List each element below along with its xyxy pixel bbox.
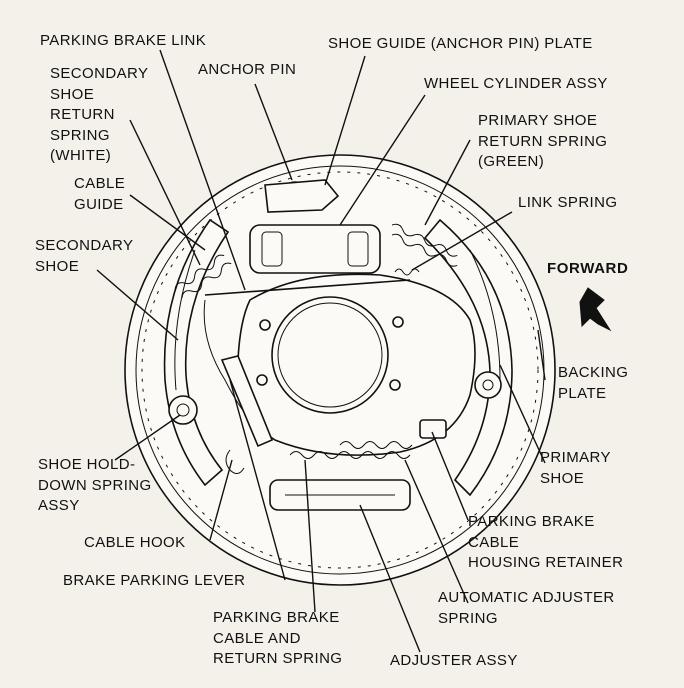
label-link-spring: LINK SPRING [518, 194, 618, 211]
arrow-down-right-icon [579, 287, 612, 332]
parking-brake-link [204, 279, 411, 296]
label-wheel-cylinder-assy: WHEEL CYLINDER ASSY [424, 75, 608, 92]
cable-housing-retainer [419, 419, 447, 439]
axle-hole [271, 296, 389, 414]
label-automatic-adjuster-spring: AUTOMATIC ADJUSTER SPRING [438, 589, 615, 627]
label-cable-guide: CABLE GUIDE [74, 175, 126, 213]
label-brake-parking-lever: BRAKE PARKING LEVER [63, 572, 246, 589]
label-primary-shoe-return-spring: PRIMARY SHOE RETURN SPRING (GREEN) [478, 112, 608, 170]
automatic-adjuster-spring [289, 441, 413, 459]
secondary-return-spring [174, 254, 232, 299]
label-anchor-pin: ANCHOR PIN [198, 61, 297, 78]
label-shoe-hold-down-spring-assy: SHOE HOLD- DOWN SPRING ASSY [38, 456, 152, 514]
leader-lines [96, 49, 546, 653]
label-adjuster-assy: ADJUSTER ASSY [390, 652, 518, 669]
bolt-hole [259, 319, 271, 331]
label-parking-brake-cable-return-spring: PARKING BRAKE CABLE AND RETURN SPRING [213, 609, 343, 667]
label-cable-hook: CABLE HOOK [84, 534, 186, 551]
shoe-guide-plate [264, 179, 340, 213]
label-secondary-shoe-return-spring: SECONDARY SHOE RETURN SPRING (WHITE) [50, 65, 149, 164]
label-secondary-shoe: SECONDARY SHOE [35, 237, 134, 275]
label-backing-plate: BACKING PLATE [558, 364, 629, 402]
bolt-hole [392, 316, 404, 328]
label-forward: FORWARD [547, 260, 629, 277]
label-parking-brake-link: PARKING BRAKE LINK [40, 32, 207, 49]
label-primary-shoe: PRIMARY SHOE [540, 449, 611, 487]
label-shoe-guide-plate: SHOE GUIDE (ANCHOR PIN) PLATE [328, 35, 593, 52]
primary-shoe [423, 218, 513, 497]
hold-down-spring-right [474, 371, 502, 399]
bolt-hole [256, 374, 268, 386]
label-parking-brake-cable-housing-retainer: PARKING BRAKE CABLE HOUSING RETAINER [468, 513, 624, 571]
brake-parking-lever [220, 355, 274, 448]
cable-hook [225, 449, 245, 474]
bolt-hole [389, 379, 401, 391]
